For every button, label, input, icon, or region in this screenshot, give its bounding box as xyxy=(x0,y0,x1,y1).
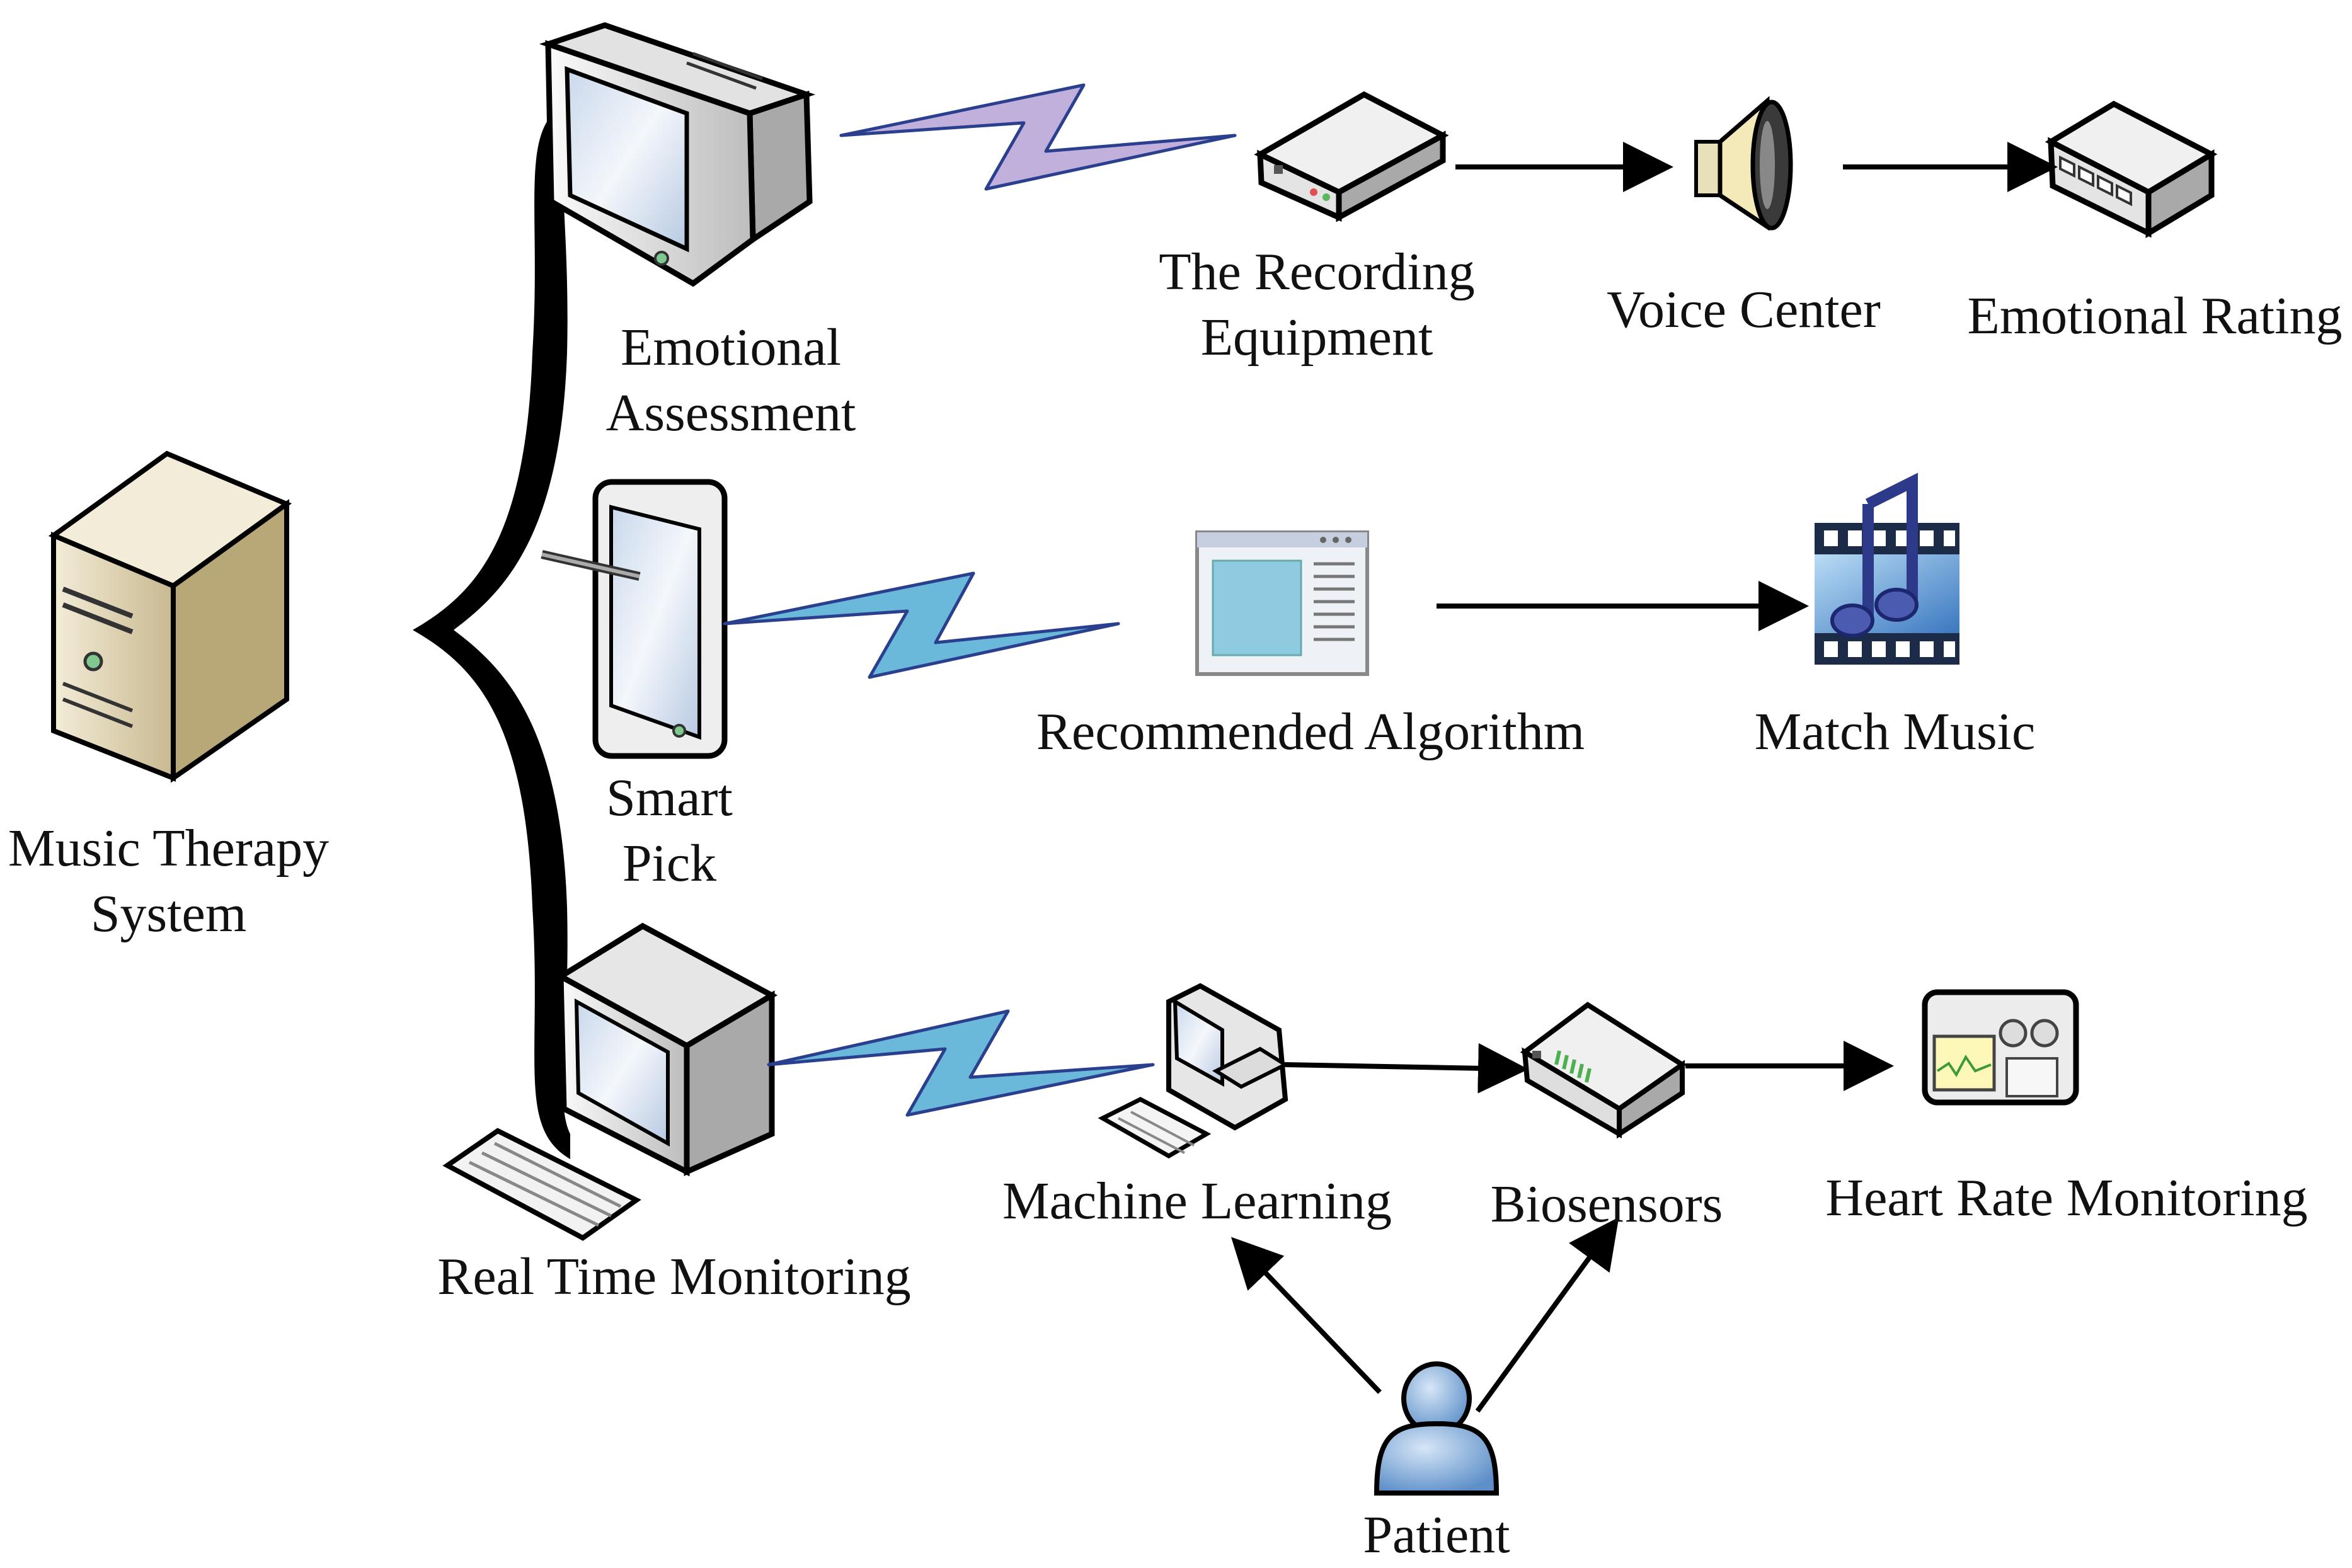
network-switch-icon xyxy=(2045,100,2218,238)
label-music-therapy-system: Music Therapy System xyxy=(0,816,337,947)
desktop-keyboard-icon xyxy=(442,922,778,1241)
label-line: System xyxy=(90,884,247,943)
label-line: Machine Learning xyxy=(1002,1172,1392,1230)
label-heart-rate-monitoring: Heart Rate Monitoring xyxy=(1789,1165,2344,1231)
lightning-bolt-middle xyxy=(723,571,1120,679)
music-note-film-icon xyxy=(1815,472,1959,665)
arrow-patient-to-biosensors xyxy=(1475,1217,1619,1413)
lightning-bolt-top xyxy=(839,83,1237,191)
label-real-time-monitoring: Real Time Monitoring xyxy=(416,1244,932,1310)
speaker-icon xyxy=(1694,96,1793,231)
brace xyxy=(413,101,570,1159)
label-line: Real Time Monitoring xyxy=(437,1247,911,1306)
label-line: Equipment xyxy=(1200,308,1433,367)
lightning-bolt-bottom xyxy=(767,1009,1155,1117)
arrow-ml-to-biosensors xyxy=(1285,1043,1529,1094)
crt-monitor-icon xyxy=(539,22,816,287)
label-smart-pick: Smart Pick xyxy=(567,765,772,896)
biosensor-device-icon xyxy=(1520,1002,1687,1139)
label-patient: Patient xyxy=(1311,1502,1563,1568)
monitor-device-icon xyxy=(1922,989,2079,1106)
arrow-patient-to-ml xyxy=(1230,1237,1382,1394)
recording-device-icon xyxy=(1254,91,1449,222)
person-icon xyxy=(1374,1361,1500,1496)
app-window-icon xyxy=(1195,530,1369,676)
workstation-icon xyxy=(1098,983,1290,1159)
label-line: Heart Rate Monitoring xyxy=(1825,1169,2308,1227)
label-machine-learning: Machine Learning xyxy=(970,1169,1424,1234)
tablet-stylus-icon xyxy=(541,479,728,759)
label-line: Voice Center xyxy=(1607,280,1881,339)
label-biosensors: Biosensors xyxy=(1462,1172,1752,1237)
server-tower-icon xyxy=(48,450,292,783)
label-recording-equipment: The Recording Equipment xyxy=(1128,239,1506,370)
label-match-music: Match Music xyxy=(1726,699,2063,765)
label-line: Biosensors xyxy=(1490,1175,1723,1233)
label-line: The Recording xyxy=(1159,243,1475,301)
label-emotional-rating: Emotional Rating xyxy=(1959,283,2350,349)
label-recommended-algorithm: Recommended Algorithm xyxy=(1002,699,1619,765)
label-voice-center: Voice Center xyxy=(1575,277,1912,343)
label-line: Patient xyxy=(1363,1506,1510,1564)
label-line: Recommended Algorithm xyxy=(1036,702,1585,761)
label-line: Emotional xyxy=(621,318,841,377)
label-emotional-assessment: Emotional Assessment xyxy=(567,315,895,446)
label-line: Music Therapy xyxy=(8,819,330,878)
label-line: Smart xyxy=(606,769,733,827)
label-line: Emotional Rating xyxy=(1967,287,2343,345)
label-line: Match Music xyxy=(1754,702,2036,761)
label-line: Pick xyxy=(622,834,717,893)
label-line: Assessment xyxy=(605,384,856,442)
